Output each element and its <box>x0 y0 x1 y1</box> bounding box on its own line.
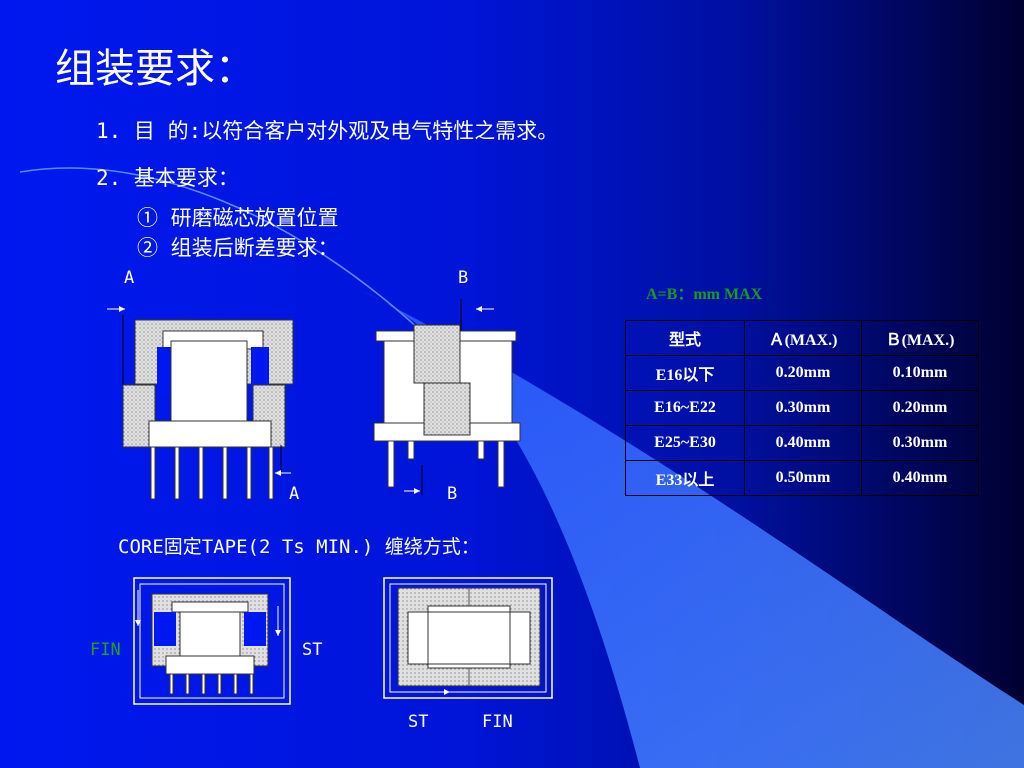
cell-a: 0.40mm <box>744 425 862 461</box>
cell-b: 0.20mm <box>861 390 979 426</box>
core-assembly-front-view-b <box>373 299 521 495</box>
table-row: E16~E22 0.30mm 0.20mm <box>625 390 979 426</box>
header-a-max: Ａ(MAX.) <box>744 320 862 356</box>
table-row: E16以下 0.20mm 0.10mm <box>625 355 979 391</box>
cell-type: E25~E30 <box>625 425 745 461</box>
core-assembly-side-view-a <box>107 306 294 500</box>
slide-title: 组装要求： <box>55 46 255 92</box>
label-st-right: ST <box>302 640 323 660</box>
tape-wrap-top-diagram <box>383 577 553 699</box>
cell-b: 0.10mm <box>861 355 979 391</box>
label-fin-bottom: FIN <box>482 712 513 732</box>
label-fin-left: FIN <box>90 640 121 660</box>
cell-a: 0.30mm <box>744 390 862 426</box>
label-b-top: B <box>458 268 469 288</box>
cell-a: 0.20mm <box>744 355 862 391</box>
label-b-bottom: B <box>447 484 458 504</box>
spec-note: A=B：mm MAX <box>646 286 763 303</box>
table-row: E33以上 0.50mm 0.40mm <box>625 460 979 496</box>
basic-requirements-text: 2. 基本要求： <box>96 166 239 190</box>
step-tolerance-table: 型式 Ａ(MAX.) Ｂ(MAX.) E16以下 0.20mm 0.10mm E… <box>625 320 979 496</box>
requirement-item-2: ② 组装后断差要求： <box>137 236 339 260</box>
header-type: 型式 <box>625 320 745 356</box>
cell-b: 0.30mm <box>861 425 979 461</box>
cell-a: 0.50mm <box>744 460 862 496</box>
table-header-row: 型式 Ａ(MAX.) Ｂ(MAX.) <box>625 320 979 356</box>
purpose-text: 1. 目 的:以符合客户对外观及电气特性之需求。 <box>96 119 559 143</box>
label-a-top: A <box>124 268 135 288</box>
table-row: E25~E30 0.40mm 0.30mm <box>625 425 979 461</box>
header-b-max: Ｂ(MAX.) <box>861 320 979 356</box>
cell-b: 0.40mm <box>861 460 979 496</box>
cell-type: E16以下 <box>625 355 745 391</box>
cell-type: E33以上 <box>625 460 745 496</box>
tape-heading: CORE固定TAPE(2 Ts MIN.) 缠绕方式： <box>118 536 480 558</box>
tape-wrap-side-diagram <box>133 577 291 705</box>
label-st-bottom: ST <box>408 712 429 732</box>
requirement-item-1: ① 研磨磁芯放置位置 <box>137 206 339 230</box>
cell-type: E16~E22 <box>625 390 745 426</box>
label-a-bottom: A <box>289 484 300 504</box>
